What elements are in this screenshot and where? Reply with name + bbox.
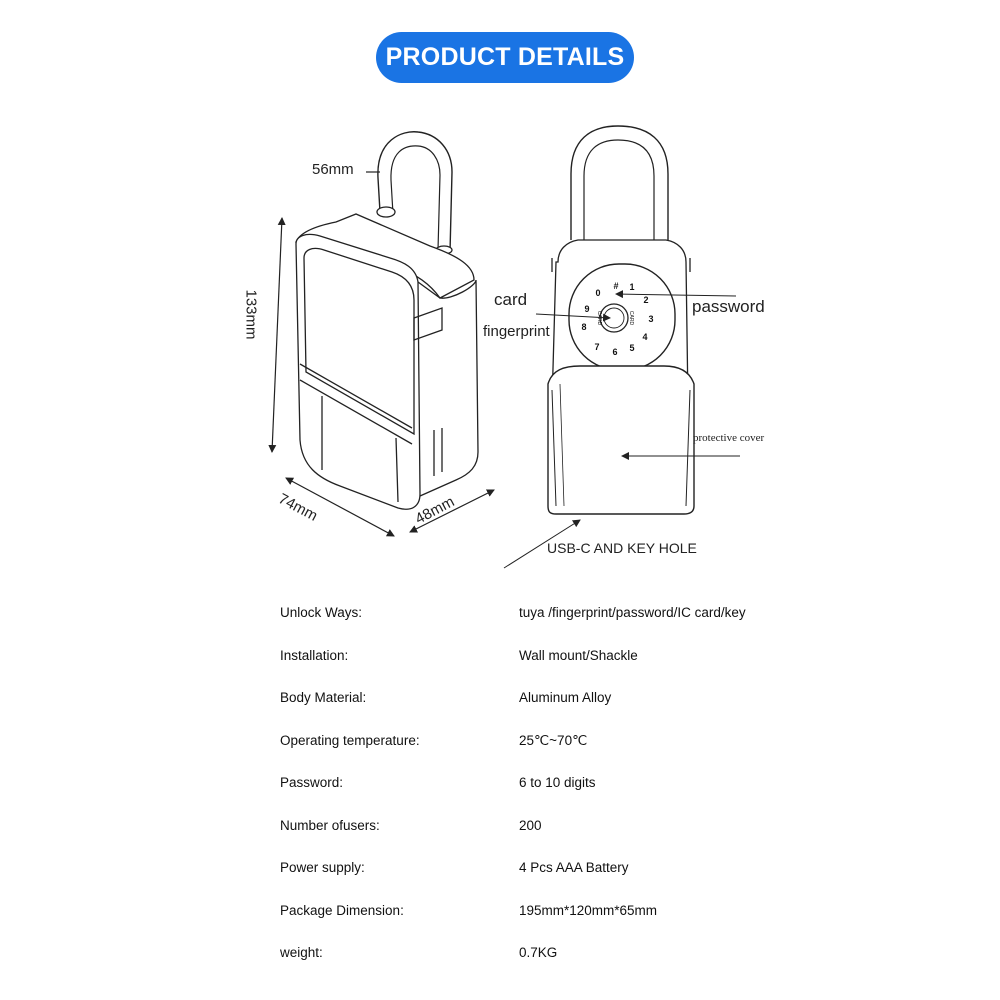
spec-value: tuya /fingerprint/password/IC card/key [519, 605, 746, 620]
keypad-key: # [613, 281, 618, 291]
keypad-key: 7 [594, 342, 599, 352]
spec-label: Package Dimension: [280, 903, 404, 918]
spec-row: Package Dimension: 195mm*120mm*65mm [0, 903, 1000, 923]
card-mark: CARD [596, 311, 602, 326]
spec-label: Body Material: [280, 690, 367, 705]
spec-row: Operating temperature: 25℃~70℃ [0, 733, 1000, 753]
keypad-key: 4 [642, 332, 647, 342]
keypad-key: 0 [595, 288, 600, 298]
keypad-key: 9 [584, 304, 589, 314]
page-title: PRODUCT DETAILS [376, 32, 634, 83]
shackle-dimension-label: 56mm [312, 161, 354, 178]
spec-label: Power supply: [280, 860, 365, 875]
card-callout-label: card [494, 290, 528, 309]
spec-row: Installation: Wall mount/Shackle [0, 648, 1000, 668]
keypad-key: 1 [629, 282, 634, 292]
spec-row: Unlock Ways: tuya /fingerprint/password/… [0, 605, 1000, 625]
spec-value: Wall mount/Shackle [519, 648, 638, 663]
spec-row: Power supply: 4 Pcs AAA Battery [0, 860, 1000, 880]
keypad-key: 2 [643, 295, 648, 305]
keypad: 0 # 1 2 3 4 5 6 7 8 9 CARD CARD [581, 281, 653, 357]
usb-callout-label: USB-C AND KEY HOLE [547, 540, 697, 556]
spec-label: Password: [280, 775, 344, 790]
protective-cover-callout-label: protective cover [693, 432, 765, 444]
product-diagram: 0 # 1 2 3 4 5 6 7 8 9 CARD CARD [268, 125, 740, 569]
card-mark: CARD [628, 311, 634, 326]
password-callout-label: password [692, 297, 765, 316]
spec-row: Body Material: Aluminum Alloy [0, 690, 1000, 710]
spec-label: Installation: [280, 648, 349, 663]
spec-value: 6 to 10 digits [519, 775, 596, 790]
spec-value: 195mm*120mm*65mm [519, 903, 658, 918]
spec-value: 25℃~70℃ [519, 733, 588, 748]
spec-label: Number ofusers: [280, 818, 380, 833]
keypad-key: 8 [581, 322, 586, 332]
spec-row: weight: 0.7KG [0, 945, 1000, 965]
keypad-key: 6 [612, 347, 617, 357]
keypad-key: 5 [629, 343, 634, 353]
spec-label: weight: [280, 945, 323, 960]
spec-label: Unlock Ways: [280, 605, 363, 620]
spec-row: Number ofusers: 200 [0, 818, 1000, 838]
spec-row: Password: 6 to 10 digits [0, 775, 1000, 795]
fingerprint-callout-label: fingerprint [483, 323, 550, 340]
height-dimension-label: 133mm [242, 289, 260, 340]
lock-perspective-view [295, 131, 479, 510]
callout-arrows [503, 290, 740, 569]
spec-value: Aluminum Alloy [519, 690, 612, 705]
spec-value: 4 Pcs AAA Battery [519, 860, 629, 875]
lock-front-view [547, 125, 695, 515]
dimension-lines [268, 171, 495, 537]
spec-value: 200 [519, 818, 542, 833]
spec-label: Operating temperature: [280, 733, 420, 748]
keypad-key: 3 [648, 314, 653, 324]
spec-value: 0.7KG [519, 945, 558, 960]
